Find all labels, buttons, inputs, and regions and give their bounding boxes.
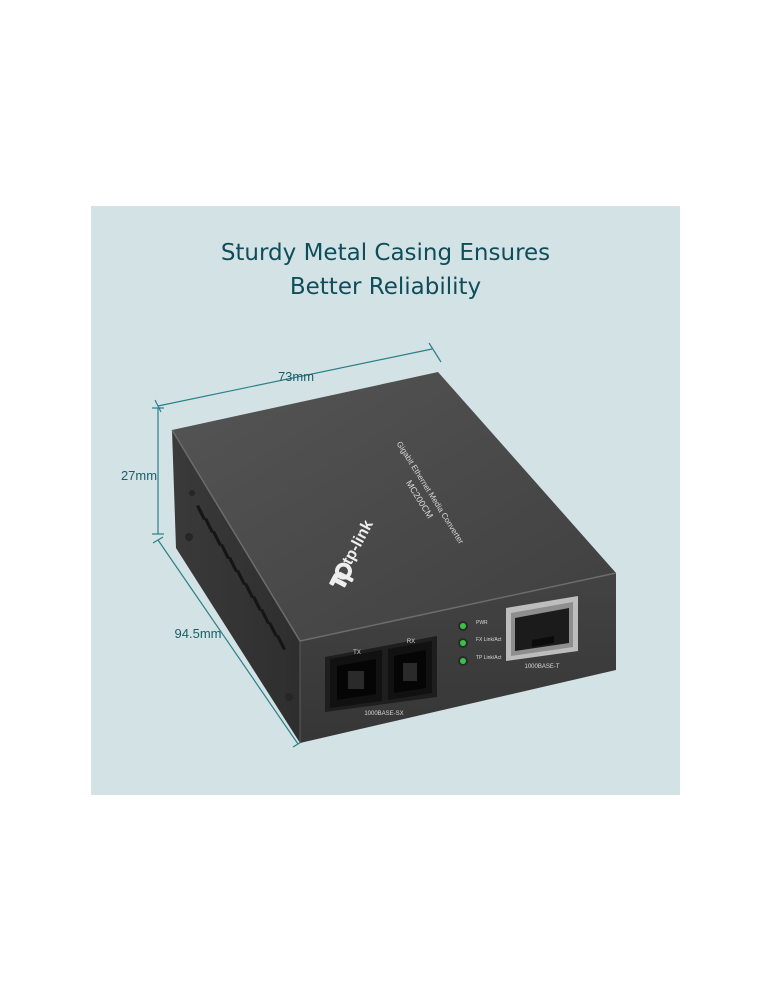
casing-side <box>172 430 300 743</box>
fiber-port-label: 1000BASE-SX <box>364 711 403 717</box>
side-vents <box>196 505 286 650</box>
dimension-width <box>154 342 442 413</box>
feature-headline: Sturdy Metal Casing Ensures Better Relia… <box>91 236 680 304</box>
fiber-sc-port <box>325 636 437 712</box>
casing-top <box>172 372 616 641</box>
headline-line-2: Better Reliability <box>289 274 482 300</box>
headline-line-1: Sturdy Metal Casing Ensures <box>220 240 551 266</box>
led-label-tp: TP Link/Act <box>476 655 502 661</box>
side-screw-3 <box>189 490 195 496</box>
status-leds <box>458 621 468 666</box>
side-screw <box>185 533 193 541</box>
fiber-tx-label: TX <box>353 650 361 656</box>
led-label-fx: FX Link/Act <box>476 637 502 643</box>
rj45-port <box>506 596 578 661</box>
led-label-pwr: PWR <box>476 620 488 626</box>
tp-led <box>460 658 466 664</box>
dimension-height <box>152 407 164 535</box>
width-label: 73mm <box>278 369 314 384</box>
depth-label: 94.5mm <box>175 626 222 641</box>
rj45-label: 1000BASE-T <box>524 664 559 670</box>
height-label: 27mm <box>121 468 157 483</box>
fx-led <box>460 640 466 646</box>
fiber-rx-label: RX <box>407 639 415 645</box>
power-led <box>460 623 466 629</box>
side-screw-2 <box>285 693 293 701</box>
